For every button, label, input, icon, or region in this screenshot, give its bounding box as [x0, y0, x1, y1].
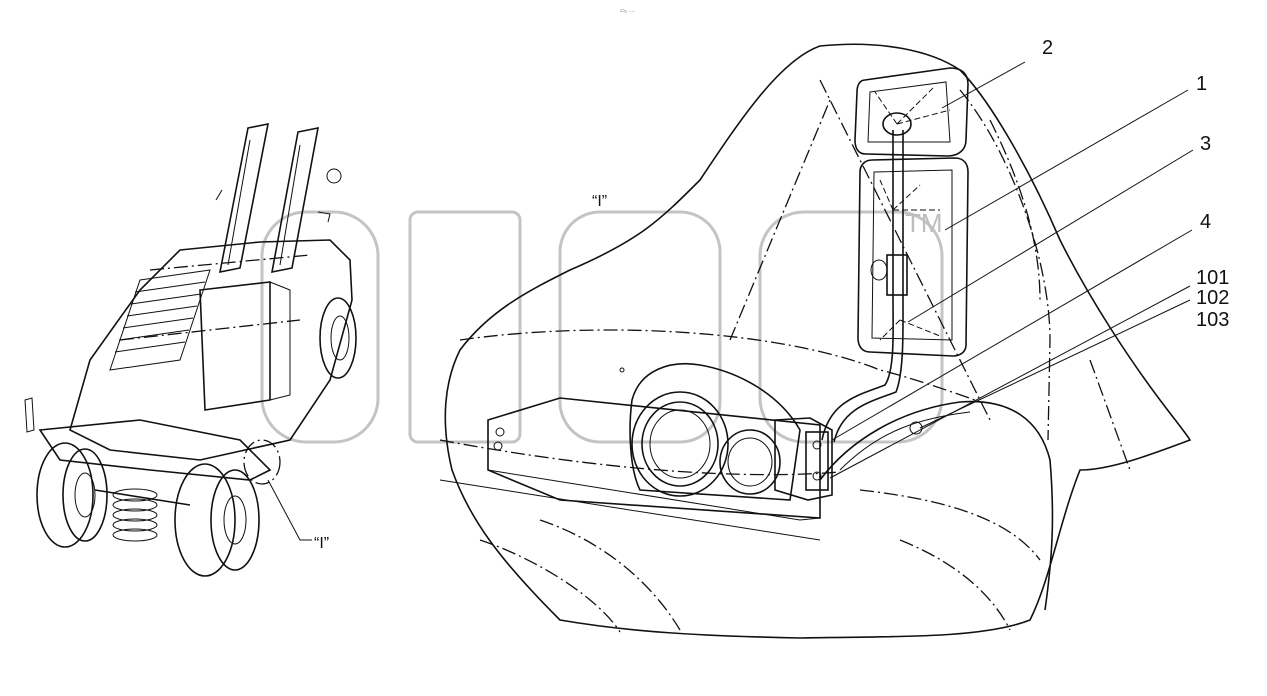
- watermark-trademark: TM: [905, 208, 943, 238]
- callout-103-label: 103: [1196, 309, 1229, 331]
- watermark-letter-d: [758, 210, 944, 444]
- callout-4-leader: [831, 229, 1193, 441]
- callout-3-label: 3: [1200, 133, 1211, 155]
- detail-view-i: “I”: [439, 43, 1192, 639]
- callout-4-label: 4: [1200, 211, 1211, 233]
- mirror-bracket: [774, 417, 923, 501]
- machine-body: [69, 239, 353, 461]
- bolt-1: [495, 427, 505, 437]
- cab: [199, 281, 271, 411]
- fender: [819, 400, 1054, 611]
- axle-spring: [112, 488, 158, 542]
- callout-102-leader: [919, 299, 1191, 429]
- watermark-letter-b: [408, 210, 522, 444]
- callout-3: 3: [907, 133, 1211, 323]
- callout-2-leader: [941, 61, 1026, 109]
- callout-2: 2: [941, 37, 1053, 109]
- mirror-lower: [857, 157, 969, 357]
- callout-3-leader: [907, 149, 1194, 323]
- callout-102-label: 102: [1196, 287, 1229, 309]
- boom-pin: [326, 168, 342, 184]
- wheel-front-left: [36, 442, 108, 548]
- callout-1: 1: [944, 73, 1207, 231]
- wheel-rear-right: [319, 297, 357, 379]
- callout-101-label: 101: [1196, 267, 1229, 289]
- view-i-leader: [267, 479, 312, 541]
- callout-2-label: 2: [1042, 37, 1053, 59]
- bolt-2: [493, 441, 503, 451]
- callout-4: 4: [831, 211, 1211, 441]
- callout-101-leader: [829, 285, 1191, 479]
- mounting-panel: [487, 397, 821, 519]
- front-axle: [94, 489, 191, 506]
- callout-103: 103: [1196, 309, 1229, 331]
- callouts: 2 1 3 4 101 102 103: [829, 37, 1229, 479]
- callout-102: 102: [919, 287, 1229, 429]
- mirror-post-left: [24, 397, 35, 433]
- header-small-text: ▭₂ ‥‥: [620, 8, 635, 14]
- callout-1-label: 1: [1196, 73, 1207, 95]
- view-i-label-detail: “I”: [592, 193, 607, 210]
- front-frame: [38, 419, 272, 481]
- view-i-label-left: “I”: [314, 535, 329, 552]
- boom-arm-left: [218, 122, 270, 274]
- boom-arm-right: [270, 126, 320, 274]
- callout-1-leader: [944, 89, 1189, 231]
- bolt-103: [909, 421, 923, 435]
- wheel-front-right: [174, 463, 260, 577]
- callout-101: 101: [829, 267, 1229, 479]
- engine-grille: [109, 269, 211, 371]
- headlight: [629, 363, 801, 501]
- mirror-arm: [821, 130, 894, 441]
- view-i-marker-circle: [243, 439, 281, 485]
- mirror-upper: [854, 67, 969, 157]
- watermark-letter-c: [558, 210, 722, 444]
- machine-overview: “I”: [24, 122, 357, 577]
- detail-break-outline: [444, 43, 1192, 639]
- arm-clamp: [886, 254, 908, 296]
